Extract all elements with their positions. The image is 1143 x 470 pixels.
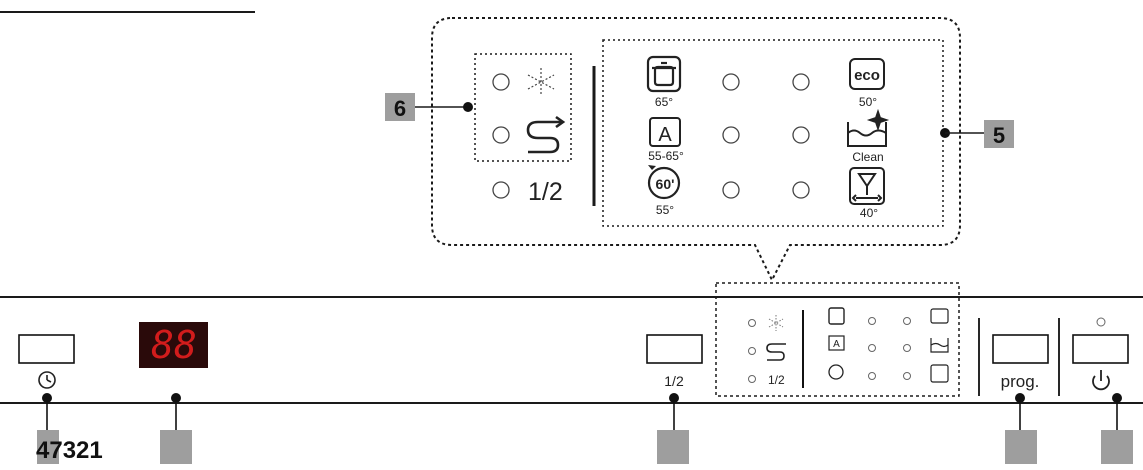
auto-icon-frame	[649, 117, 681, 147]
programs-group-box	[602, 39, 944, 227]
mini-half-label: 1/2	[768, 373, 785, 387]
pot-icon	[646, 55, 682, 93]
mini-panel-outline	[715, 282, 960, 397]
bottom-code: 47321	[36, 437, 103, 464]
callout-6-number: 6	[394, 96, 406, 121]
bottom-callout-2	[160, 393, 192, 464]
callout-6-dot	[463, 102, 473, 112]
callout-5-number: 5	[993, 123, 1005, 148]
timer-60-icon: 60'	[656, 176, 675, 192]
half-load-label: 1/2	[664, 373, 684, 389]
temp-eco: 50°	[859, 95, 877, 109]
bottom-callout-3	[657, 393, 689, 464]
bottom-callout-4	[1005, 393, 1037, 464]
eco-icon-frame	[849, 58, 885, 90]
snowflake-icon	[527, 68, 555, 96]
clock-icon	[38, 371, 56, 389]
callout-6-box	[385, 93, 415, 121]
mini-auto-letter: A	[833, 339, 840, 350]
mini-glass-icon	[930, 364, 949, 383]
timer-60-arrow	[648, 165, 656, 170]
delay-start-button[interactable]	[18, 334, 75, 364]
program-label: prog.	[1001, 372, 1040, 391]
mini-pot-icon	[828, 307, 845, 325]
led-prog-5	[722, 181, 740, 199]
half-load-text-zoom: 1/2	[528, 178, 563, 206]
glass-icon	[849, 167, 885, 205]
led-option-1	[492, 73, 510, 91]
bottom-callout-5	[1101, 393, 1133, 464]
temp-pot: 65°	[655, 95, 673, 109]
auto-icon: A	[658, 124, 672, 146]
temp-clean: Clean	[852, 150, 883, 164]
mini-eco-icon	[930, 308, 949, 324]
bottom-callout-1	[37, 393, 59, 464]
temp-timer: 55°	[656, 203, 674, 217]
mini-auto-icon	[828, 335, 845, 351]
callout-5-box	[984, 120, 1014, 148]
temp-auto: 55-65°	[648, 149, 684, 163]
program-button[interactable]	[992, 334, 1049, 364]
options-group-box	[474, 53, 572, 162]
mini-timer-icon	[828, 364, 844, 380]
led-prog-6	[792, 181, 810, 199]
zoom-panel-outline	[431, 17, 961, 283]
timer-60-icon-ring	[647, 166, 681, 200]
power-icon	[1092, 370, 1110, 391]
power-button[interactable]	[1072, 334, 1129, 364]
led-option-2	[492, 126, 510, 144]
clean-basin-icon	[847, 108, 890, 147]
temp-glass: 40°	[860, 206, 878, 220]
led-prog-2	[792, 73, 810, 91]
power-led	[1096, 317, 1106, 327]
digital-display	[139, 322, 208, 368]
led-prog-4	[792, 126, 810, 144]
led-option-3	[492, 181, 510, 199]
s-flow-icon	[526, 115, 566, 154]
mini-snowflake-icon	[768, 315, 784, 331]
mini-clean-icon	[930, 338, 949, 353]
half-load-button[interactable]	[646, 334, 703, 364]
led-prog-3	[722, 126, 740, 144]
display-digits: 88	[151, 323, 197, 367]
mini-s-flow-icon	[766, 343, 786, 361]
led-prog-1	[722, 73, 740, 91]
eco-icon: eco	[854, 67, 880, 84]
